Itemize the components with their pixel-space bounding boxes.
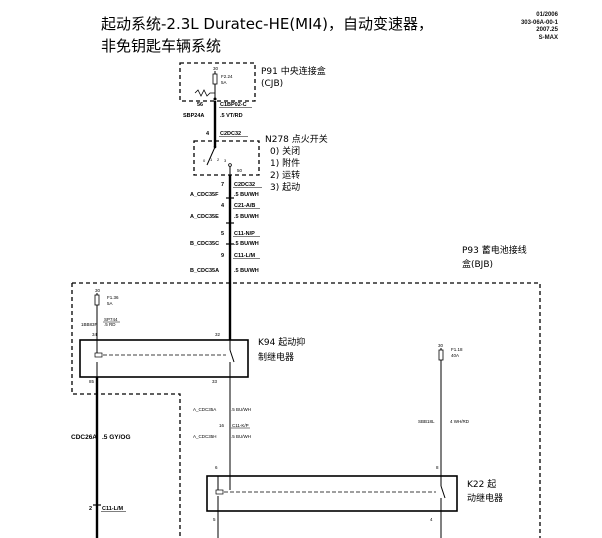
k22-label-line-2: 动继电器 <box>467 492 503 504</box>
ignition-pin-bottom: 50 <box>237 168 243 173</box>
bjb-label-line-2: 盒(BJB) <box>462 258 493 270</box>
left-wire-circuit: CDC26A <box>71 434 97 441</box>
ref-model-year: 2007.25 <box>536 27 558 33</box>
mid-spec-b: .5 BU/WH <box>231 434 251 439</box>
k94-label-line-2: 制继电器 <box>258 351 294 363</box>
cjb-pin-top: 30 <box>213 66 219 71</box>
k22-contact-arm-icon <box>440 485 446 499</box>
ignition-switch-arm-icon <box>206 146 216 166</box>
cjb-fuse-icon <box>212 73 218 85</box>
ignition-label: N278 点火开关 <box>265 133 328 145</box>
bjb-outline-left <box>71 283 181 538</box>
k22-pin-tr: 8 <box>436 465 439 470</box>
k94-relay-box <box>79 339 249 378</box>
bjb-outline-top <box>72 282 541 538</box>
left-wire-pin: 2 <box>89 506 92 512</box>
diagram-title: 起动系统-2.3L Duratec-HE(MI4)，自动变速器， 非免钥匙车辆系… <box>101 13 433 57</box>
cjb-pin-out: 56 <box>197 102 203 108</box>
harness-conn-1: C21-A/B <box>234 203 255 209</box>
ignition-contact-icon <box>228 163 232 167</box>
harness-pin-0: 7 <box>221 182 224 188</box>
ignition-position-0: 0) 关闭 <box>270 145 300 157</box>
ignition-pin-in: 4 <box>206 131 210 137</box>
cjb-connector: C1BP02-C <box>220 102 247 108</box>
harness-pin-2: 5 <box>221 231 224 237</box>
ignition-mark-0: 0 <box>203 158 206 163</box>
k94-pin-out: 33 <box>212 379 218 384</box>
bjb-fuse2-pin: 30 <box>438 343 444 348</box>
bjb-fuse2-amp: 40A <box>451 353 459 358</box>
cjb-label: P91 中央连接盒 <box>261 65 326 77</box>
left-wire-spec: .5 GY/OG <box>102 434 131 441</box>
bjb-relay-pin-in: 32 <box>215 332 221 337</box>
k22-relay-box <box>206 475 458 512</box>
harness-spec-1: .5 BU/WH <box>234 214 259 220</box>
title-line-1: 起动系统-2.3L Duratec-HE(MI4)，自动变速器， <box>101 15 433 33</box>
ignition-mark-3: 3 <box>224 158 227 163</box>
cjb-fuse-amp: 5A <box>221 80 227 85</box>
k94-label-line-1: K94 起动抑 <box>258 336 305 348</box>
bjb-fuse1-icon <box>94 294 100 306</box>
k94-pin-left: 85 <box>89 379 95 384</box>
ignition-connector: C2DC32 <box>220 131 241 137</box>
ignition-mark-1: 1 <box>210 157 213 162</box>
bjb-fuse1-id: F1.36 <box>107 295 119 300</box>
ref-doc-number: 303-06A-00-1 <box>520 19 558 26</box>
left-wire-connector: C11-L/M <box>102 506 124 512</box>
bjb-wire1-circuit: 1BB83P <box>81 322 98 327</box>
harness-spec-0: .5 BU/WH <box>234 192 259 198</box>
k94-coil-icon <box>94 352 103 358</box>
harness-conn-3: C11-L/M <box>234 253 256 259</box>
ignition-mark-2: 2 <box>217 157 220 162</box>
mid-spec-a: .5 BU/WH <box>231 407 251 412</box>
ignition-position-3: 3) 起动 <box>270 182 300 193</box>
mid-circuit-a: A_CDC35A <box>193 407 216 412</box>
bjb-label-line-1: P93 蓄电池接线 <box>462 244 527 256</box>
bjb-fuse2-icon <box>438 349 444 361</box>
cjb-resistor-icon <box>194 89 215 97</box>
harness-circuit-0: A_CDC35F <box>190 192 219 198</box>
bjb-wire1-pin: 34 <box>92 332 98 337</box>
k22-coil-icon <box>215 489 224 495</box>
cjb-box <box>179 62 256 102</box>
harness-conn-2: C11-N/P <box>234 231 255 237</box>
bjb-fuse2-id: F1.18 <box>451 347 463 352</box>
cjb-fuse-id: F2.24 <box>221 74 233 79</box>
cjb-sub-label: (CJB) <box>261 79 283 89</box>
document-reference: 01/2006 303-06A-00-1 2007.25 S-MAX <box>463 12 558 42</box>
k22-pin-tl: 6 <box>215 465 218 470</box>
cjb-wire-spec: .5 VT/RD <box>220 113 243 119</box>
bjb-splice-label: SP744 <box>104 317 118 322</box>
harness-pin-1: 4 <box>221 203 225 209</box>
harness-spec-3: .5 BU/WH <box>234 268 259 274</box>
bjb-fuse1-pin: 30 <box>95 288 101 293</box>
k22-pin-br: 4 <box>430 517 433 522</box>
harness-circuit-3: B_CDC35A <box>190 268 219 274</box>
ref-date: 01/2006 <box>536 12 558 18</box>
bjb-fuse1-amp: 5A <box>107 301 113 306</box>
cjb-wire-circuit: SBP24A <box>183 113 204 119</box>
ignition-position-1: 1) 附件 <box>270 157 300 169</box>
ignition-position-2: 2) 运转 <box>270 169 300 181</box>
cjb-junction <box>213 97 217 101</box>
k22-pin-bl: 5 <box>213 517 216 522</box>
harness-circuit-2: B_CDC35C <box>190 241 219 247</box>
k94-contact-arm-icon <box>229 349 235 363</box>
harness-circuit-1: A_CDC35E <box>190 214 219 220</box>
bjb-wire1-spec: .5 RD <box>104 322 116 327</box>
mid-conn-a: C11-K/P <box>232 423 249 428</box>
right-spec: 4 WH/RD <box>450 419 470 424</box>
ref-vehicle: S-MAX <box>538 34 558 41</box>
harness-conn-0: C2DC32 <box>234 182 255 188</box>
harness-spec-2: .5 BU/WH <box>234 241 259 247</box>
mid-circuit-b: A_CDC35H <box>193 434 217 439</box>
right-circuit: SBB18L <box>418 419 435 424</box>
mid-pin-a: 16 <box>219 423 225 428</box>
title-line-2: 非免钥匙车辆系统 <box>101 37 222 55</box>
k22-label-line-1: K22 起 <box>467 479 496 490</box>
harness-pin-3: 9 <box>221 253 224 259</box>
